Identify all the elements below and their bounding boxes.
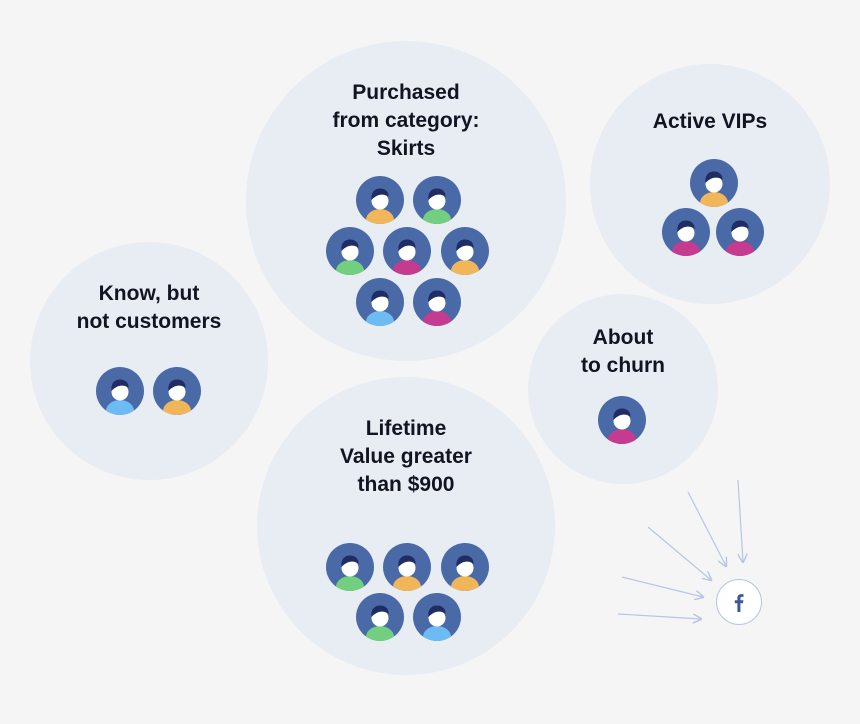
person-avatar-icon [356, 176, 404, 224]
person-avatar-icon [690, 159, 738, 207]
connector-arrow [621, 576, 703, 597]
person-avatar-icon [662, 208, 710, 256]
connector-arrow [737, 479, 743, 562]
person-avatar-icon [356, 593, 404, 641]
segment-title: Purchased from category: Skirts [332, 81, 480, 160]
person-avatar-icon [413, 278, 461, 326]
facebook-icon [734, 594, 744, 612]
segment-know-not-customers: Know, but not customers [30, 242, 268, 480]
person-avatar-icon [383, 227, 431, 275]
segment-title: Lifetime Value greater than $900 [340, 417, 472, 496]
person-avatar-icon [153, 367, 201, 415]
person-avatar-icon [598, 396, 646, 444]
segment-title: About to churn [581, 326, 665, 377]
person-avatar-icon [96, 367, 144, 415]
person-avatar-icon [441, 543, 489, 591]
person-avatar-icon [441, 227, 489, 275]
segment-lifetime-value: Lifetime Value greater than $900 [257, 377, 555, 675]
connector-arrow [687, 491, 726, 566]
person-avatar-icon [413, 593, 461, 641]
person-avatar-icon [326, 227, 374, 275]
segment-title: Active VIPs [652, 110, 768, 133]
person-avatar-icon [716, 208, 764, 256]
person-avatar-icon [326, 543, 374, 591]
segment-about-to-churn: About to churn [528, 294, 718, 484]
person-avatar-icon [356, 278, 404, 326]
person-avatar-icon [413, 176, 461, 224]
connector-arrow [617, 613, 701, 619]
person-avatar-icon [383, 543, 431, 591]
segment-purchased-skirts: Purchased from category: Skirts [246, 41, 566, 361]
connector-arrow [647, 526, 711, 580]
segment-title: Know, but not customers [76, 282, 222, 333]
facebook-destination[interactable] [716, 579, 762, 625]
